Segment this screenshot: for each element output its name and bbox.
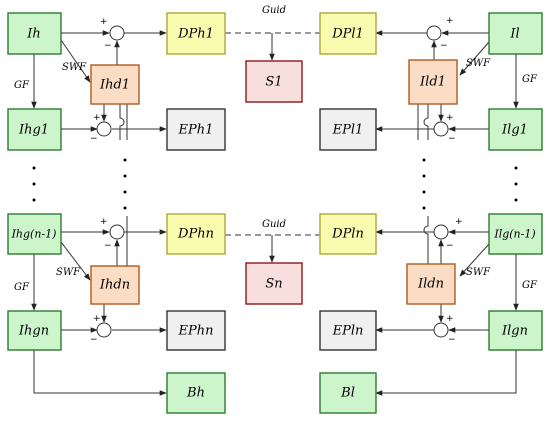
edge-label-swf-4: SWF [466, 267, 491, 278]
box-epln [319, 310, 377, 351]
label-ihd1: Ihd1 [99, 78, 130, 93]
edge-label-gf-3: GF [14, 282, 30, 293]
sign-plus: + [100, 217, 108, 227]
line-hop-r [423, 104, 429, 140]
line-ihgn-bh [33, 350, 167, 396]
sum-junction-top-left [109, 25, 125, 41]
sum-junction-gn-right [433, 322, 449, 338]
box-dpln [319, 213, 377, 255]
line-hop [119, 104, 125, 140]
sign-plus: + [100, 17, 108, 27]
line-ilgn-bl [375, 350, 517, 396]
label-epl1: EPl1 [332, 123, 364, 138]
label-eph1: EPh1 [178, 123, 214, 138]
sign-plus: + [93, 314, 101, 324]
sign-minus: − [440, 41, 448, 51]
box-bh [166, 372, 226, 414]
edge-label-gf-1: GF [14, 80, 30, 91]
sum-junction-lower-right [433, 224, 449, 240]
sign-plus: + [446, 314, 454, 324]
box-ilgn [488, 310, 543, 351]
label-ih: Ih [26, 27, 41, 42]
label-ihgn1: Ihg(n-1) [11, 228, 57, 241]
box-eph1 [166, 108, 226, 151]
sign-plus: + [446, 16, 454, 26]
box-ildn [406, 263, 456, 305]
box-s1 [245, 60, 303, 103]
label-ihdn: Ihdn [99, 278, 130, 293]
edge-label-guid-n: Guid [262, 219, 286, 230]
label-ilgn1: Ilg(n-1) [493, 228, 535, 241]
box-ih [7, 12, 62, 55]
box-ihd1 [90, 64, 140, 105]
label-dphn: DPhn [177, 227, 214, 242]
ellipsis-dots [32, 158, 518, 210]
label-ild1: Ild1 [419, 75, 446, 90]
box-epl1 [319, 108, 377, 151]
box-ihdn [90, 265, 140, 305]
sign-minus: − [90, 335, 98, 345]
box-ihgn [7, 310, 62, 351]
line-il-ild1 [459, 41, 490, 76]
sign-plus: + [93, 113, 101, 123]
box-ihg1 [7, 108, 62, 151]
label-dpl1: DPl1 [331, 27, 364, 42]
label-ildn: Ildn [417, 277, 444, 292]
line-hop-r2 [423, 216, 429, 264]
line-ihgn1-ihdn [60, 241, 91, 281]
sign-minus: − [446, 241, 454, 251]
sum-junction-top-right [426, 25, 442, 41]
label-bh: Bh [186, 386, 205, 401]
sign-plus: + [446, 113, 454, 123]
box-ilg1 [488, 108, 543, 151]
label-il: Il [509, 27, 519, 42]
box-dph1 [166, 12, 226, 55]
sum-junction-gn-left [96, 322, 112, 338]
line-ilgn1-ildn [459, 243, 490, 277]
label-dph1: DPh1 [177, 27, 214, 42]
label-ihgn: Ihgn [18, 324, 49, 339]
box-il [488, 12, 543, 55]
label-ilgn: Ilgn [501, 324, 528, 339]
label-ilg1: Ilg1 [501, 123, 528, 138]
edge-label-guid-1: Guid [262, 5, 286, 16]
box-bl [319, 372, 377, 414]
label-sn: Sn [265, 277, 282, 292]
sum-junction-lower-left [109, 224, 125, 240]
edge-label-swf-1: SWF [62, 62, 87, 73]
sum-junction-g1-right [433, 121, 449, 137]
edge-label-swf-3: SWF [56, 267, 81, 278]
label-bl: Bl [340, 386, 355, 401]
edge-label-gf-4: GF [522, 280, 538, 291]
label-ephn: EPhn [178, 324, 214, 339]
box-ihgn1 [7, 213, 62, 255]
box-ild1 [408, 59, 458, 105]
label-ihg1: Ihg1 [18, 123, 49, 138]
box-ephn [166, 310, 226, 351]
sign-minus: − [448, 335, 456, 345]
sign-minus: − [90, 134, 98, 144]
box-sn [245, 262, 303, 305]
sum-junction-g1-left [96, 121, 112, 137]
label-dpln: DPln [331, 227, 364, 242]
box-ilgn1 [488, 213, 543, 255]
sign-plus: + [455, 217, 463, 227]
line-ih-ihd1 [60, 39, 91, 83]
label-epln: EPln [332, 324, 364, 339]
label-s1: S1 [265, 75, 282, 90]
box-dpl1 [319, 12, 377, 55]
sign-minus: − [104, 41, 112, 51]
sign-minus: − [448, 134, 456, 144]
edge-label-swf-2: SWF [466, 58, 491, 69]
edge-label-gf-2: GF [522, 74, 538, 85]
box-dphn [166, 213, 226, 255]
sign-minus: − [104, 241, 112, 251]
